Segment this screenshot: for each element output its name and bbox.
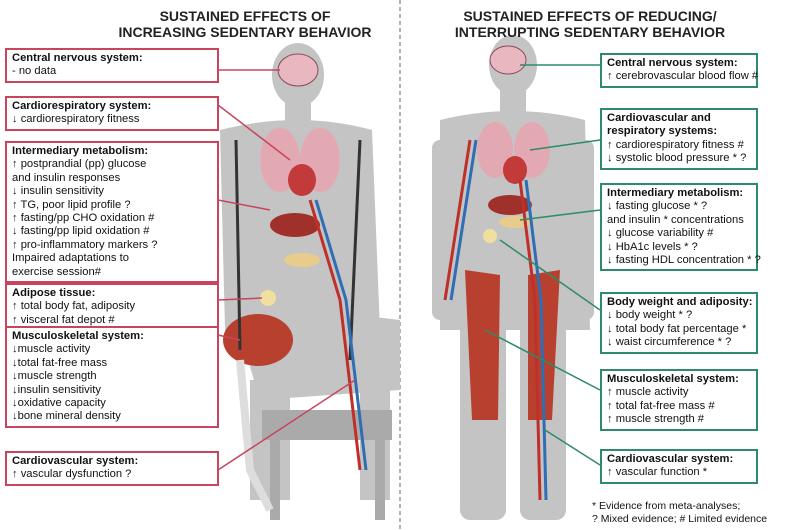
box-heading: Cardiovascular system: — [607, 453, 734, 465]
right-effect-box: Cardiovascular and respiratory systems:↑… — [600, 108, 758, 170]
left-effect-box: Central nervous system:- no data — [5, 48, 219, 83]
effect-item: ↑ cardiorespiratory fitness # — [607, 138, 744, 151]
effect-item: ↓ fasting HDL concentration * ? — [607, 254, 761, 267]
right-title-line1: SUSTAINED EFFECTS OF REDUCING/ — [463, 8, 717, 24]
effect-item: ↑ visceral fat depot # — [12, 313, 115, 326]
liver-icon — [270, 213, 320, 237]
effect-item: Impaired adaptations to — [12, 252, 129, 265]
artery — [308, 199, 362, 471]
effect-item: ↑ muscle activity — [607, 386, 689, 399]
vein — [314, 199, 368, 471]
box-heading: Cardiorespiratory system: — [12, 100, 152, 112]
effect-item: ↑ total fat-free mass # — [607, 399, 715, 412]
box-heading: Cardiovascular system: — [12, 455, 139, 467]
box-heading: Musculoskeletal system: — [12, 330, 144, 342]
left-connectors — [217, 69, 356, 471]
heart-icon — [288, 164, 316, 196]
box-heading: Cardiovascular and respiratory systems: — [607, 112, 718, 138]
effect-item: - no data — [12, 65, 57, 78]
brain-icon — [277, 53, 319, 87]
effect-item: ↓ cardiorespiratory fitness — [12, 113, 140, 126]
right-effect-box: Musculoskeletal system:↑ muscle activity… — [600, 369, 758, 431]
box-heading: Adipose tissue: — [12, 287, 96, 299]
box-heading: Central nervous system: — [12, 52, 143, 64]
left-effect-box: Adipose tissue:↑ total body fat, adiposi… — [5, 283, 219, 332]
box-heading: Intermediary metabolism: — [12, 145, 149, 157]
effect-item: ↓ insulin sensitivity — [12, 185, 105, 198]
left-effect-box: Intermediary metabolism:↑ postprandial (… — [5, 141, 219, 284]
right-title-line2: INTERRUPTING SEDENTARY BEHAVIOR — [454, 24, 726, 40]
box-heading: Central nervous system: — [607, 57, 738, 69]
effect-item: ↑ postprandial (pp) glucose — [12, 158, 147, 171]
legend-line1: * Evidence from meta-analyses; — [592, 500, 741, 512]
effect-item: ↓muscle activity — [12, 343, 91, 356]
box-heading: Musculoskeletal system: — [607, 373, 739, 385]
effect-item: ↓ fasting glucose * ? — [607, 200, 708, 213]
fat-icon — [260, 290, 276, 306]
left-effect-box: Cardiorespiratory system:↓ cardiorespira… — [5, 96, 219, 131]
right-effect-box: Body weight and adiposity:↓ body weight … — [600, 292, 758, 354]
right-effect-box: Central nervous system:↑ cerebrovascular… — [600, 53, 758, 88]
standing-silhouette — [432, 35, 594, 520]
effect-item: ↓ waist circumference * ? — [607, 336, 732, 349]
box-heading: Intermediary metabolism: — [607, 187, 744, 199]
box-heading: Body weight and adiposity: — [607, 296, 753, 308]
thigh-muscle-icon — [223, 314, 293, 366]
effect-item: ↓ HbA1c levels * ? — [607, 240, 698, 253]
right-effect-box: Cardiovascular system:↑ vascular functio… — [600, 449, 758, 484]
legend-line2: ? Mixed evidence; # Limited evidence — [592, 513, 768, 525]
effect-item: ↑ fasting/pp CHO oxidation # — [12, 212, 155, 225]
effect-item: ↑ pro-inflammatory markers ? — [12, 238, 158, 251]
effect-item: ↓ total body fat percentage * — [607, 322, 747, 335]
left-title-line1: SUSTAINED EFFECTS OF — [159, 8, 331, 24]
right-connectors — [484, 64, 601, 466]
effect-item: ↑ muscle strength # — [607, 413, 705, 426]
effect-item: ↓ systolic blood pressure * ? — [607, 152, 747, 165]
pancreas-icon — [284, 253, 320, 267]
brain-icon — [489, 45, 527, 75]
effect-item: ↓ body weight * ? — [607, 309, 693, 322]
right-organs — [443, 45, 560, 501]
effect-item: ↑ cerebrovascular blood flow # — [607, 70, 759, 83]
effect-item: ↑ vascular function * — [607, 466, 708, 479]
effect-item: ↓ fasting/pp lipid oxidation # — [12, 225, 150, 238]
right-effect-box: Intermediary metabolism:↓ fasting glucos… — [600, 183, 761, 272]
effect-item: ↓muscle strength — [12, 370, 97, 383]
effect-item: ↑ total body fat, adiposity — [12, 300, 136, 313]
left-effect-box: Musculoskeletal system:↓muscle activity↓… — [5, 326, 219, 428]
effect-item: and insulin * concentrations — [607, 213, 744, 226]
right-title: SUSTAINED EFFECTS OF REDUCING/ INTERRUPT… — [420, 8, 760, 40]
effect-item: exercise session# — [12, 265, 101, 278]
effect-item: ↓ glucose variability # — [607, 227, 714, 240]
effect-item: ↓total fat-free mass — [12, 356, 108, 369]
effect-item: ↑ TG, poor lipid profile ? — [12, 198, 131, 211]
effect-item: and insulin responses — [12, 171, 121, 184]
effect-item: ↓oxidative capacity — [12, 397, 106, 410]
evidence-legend: * Evidence from meta-analyses; ? Mixed e… — [592, 500, 767, 526]
left-title-line2: INCREASING SEDENTARY BEHAVIOR — [118, 24, 372, 40]
left-effect-box: Cardiovascular system:↑ vascular dysfunc… — [5, 451, 219, 486]
effect-item: ↓insulin sensitivity — [12, 383, 101, 396]
left-title: SUSTAINED EFFECTS OF INCREASING SEDENTAR… — [90, 8, 400, 40]
effect-item: ↑ vascular dysfunction ? — [12, 468, 132, 481]
effect-item: ↓bone mineral density — [12, 410, 121, 423]
